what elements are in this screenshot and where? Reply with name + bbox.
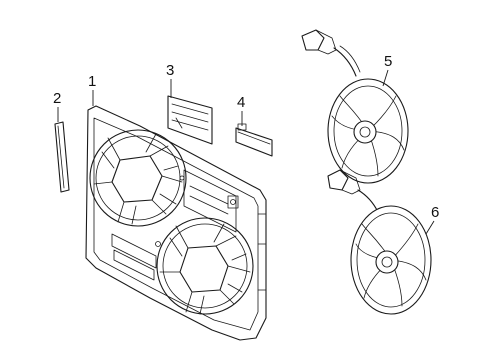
seal-strip bbox=[54, 121, 70, 193]
air-deflector bbox=[167, 95, 213, 145]
callout-label-1: 1 bbox=[88, 73, 96, 90]
callout-5: 5 bbox=[382, 53, 392, 87]
callout-3: 3 bbox=[166, 62, 174, 98]
callout-label-4: 4 bbox=[237, 94, 245, 111]
callout-label-6: 6 bbox=[431, 204, 439, 221]
callout-6: 6 bbox=[425, 204, 439, 235]
bracket bbox=[235, 123, 273, 157]
callout-label-2: 2 bbox=[53, 90, 61, 107]
callout-label-3: 3 bbox=[166, 62, 174, 79]
callout-2: 2 bbox=[53, 90, 61, 122]
fan-motor-upper bbox=[301, 29, 409, 184]
callout-4: 4 bbox=[237, 94, 245, 126]
fan-motor-lower bbox=[327, 169, 432, 315]
fan-shroud bbox=[85, 105, 267, 341]
callout-label-5: 5 bbox=[384, 53, 392, 70]
callout-1: 1 bbox=[88, 73, 96, 106]
